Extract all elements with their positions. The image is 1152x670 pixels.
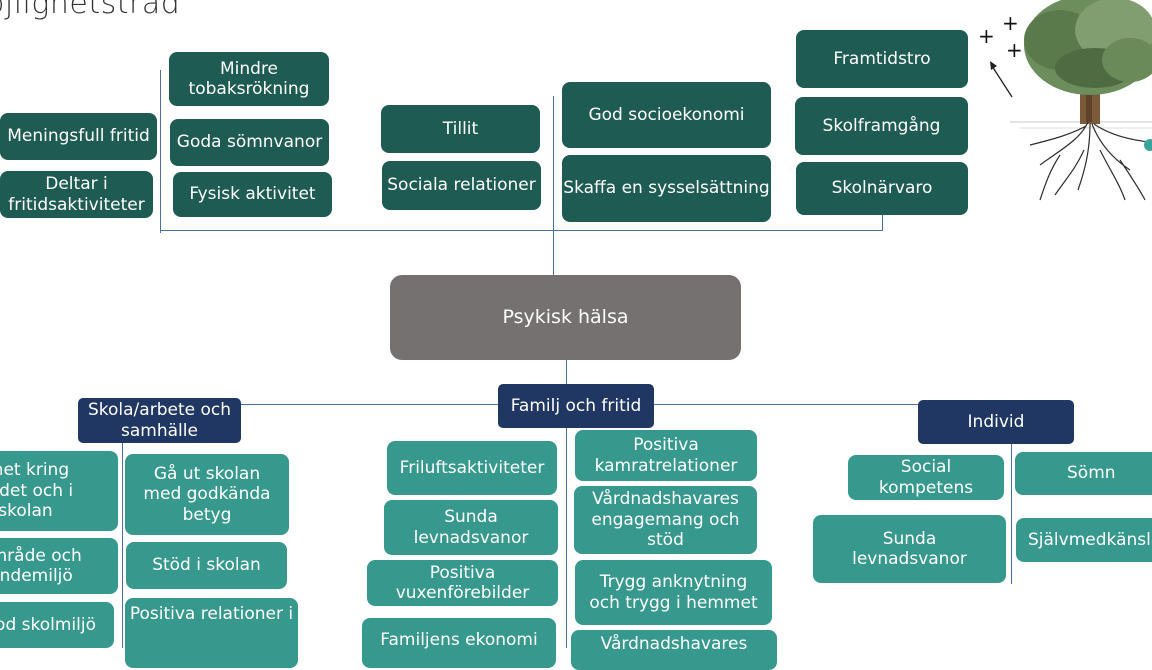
tree-illustration: + + +: [978, 0, 1152, 201]
center-node-psykisk-halsa: Psykisk hälsa: [390, 275, 741, 360]
node-vardnadshavares-engagemang: Vårdnadshavares engagemang och stöd: [574, 486, 757, 554]
family-divider: [566, 428, 567, 648]
school-divider: [122, 443, 123, 648]
top-connector-right: [882, 214, 883, 231]
node-trygg-anknytning: Trygg anknytning och trygg i hemmet: [575, 560, 772, 625]
individual-divider: [1011, 444, 1012, 584]
node-god-skolmiljo: od skolmiljö: [0, 602, 114, 648]
top-connector-left: [160, 70, 161, 233]
growth-arrow-icon: [990, 61, 1013, 98]
node-stod-i-skolan: Stöd i skolan: [126, 542, 287, 589]
category-skola-arbete-samhalle: Skola/arbete och samhälle: [78, 398, 241, 443]
node-fysisk-aktivitet: Fysisk aktivitet: [173, 172, 332, 217]
node-tillit: Tillit: [381, 105, 540, 153]
node-goda-somnvanor: Goda sömnvanor: [170, 119, 329, 166]
node-meningsfull-fritid: Meningsfull fritid: [0, 113, 157, 160]
top-connector-center: [553, 96, 554, 275]
plus-mark: +: [978, 24, 995, 48]
category-individ: Individ: [918, 400, 1074, 444]
node-mindre-tobaksrokning: Mindre tobaksrökning: [169, 52, 329, 106]
node-trygghet-skolan: ghet kring endet och i skolan: [0, 451, 118, 531]
node-positiva-vuxenforebilder: Positiva vuxenförebilder: [367, 560, 558, 606]
node-social-kompetens: Social kompetens: [848, 455, 1004, 500]
node-god-socioekonomi: God socioekonomi: [562, 82, 771, 148]
node-skolframgang: Skolframgång: [795, 97, 968, 155]
node-sunda-levnadsvanor-individ: Sunda levnadsvanor: [813, 515, 1006, 583]
node-sjalvmedkansla: Självmedkänsla: [1016, 518, 1152, 562]
center-stem: [566, 359, 567, 385]
node-positiva-kamratrelationer: Positiva kamratrelationer: [575, 430, 757, 481]
node-bostadsomrade: område och endemiljö: [0, 538, 118, 594]
plus-mark: +: [1002, 11, 1019, 35]
tree-icon: [1010, 0, 1152, 201]
node-somn: Sömn: [1015, 452, 1152, 495]
node-sociala-relationer: Sociala relationer: [382, 161, 541, 210]
category-familj-fritid: Familj och fritid: [498, 384, 654, 428]
slide-title: öjlighetsträd: [0, 0, 181, 21]
node-ga-ut-skolan: Gå ut skolan med godkända betyg: [125, 454, 289, 535]
top-connector-horizontal: [160, 230, 883, 231]
node-deltar-fritidsaktiviteter: Deltar i fritidsaktiviteter: [0, 171, 153, 218]
node-sunda-levnadsvanor-familj: Sunda levnadsvanor: [384, 500, 558, 555]
node-framtidstro: Framtidstro: [796, 30, 968, 88]
plus-mark: +: [1006, 38, 1023, 62]
node-skolnarvaro: Skolnärvaro: [796, 162, 968, 215]
node-friluftsaktiviteter: Friluftsaktiviteter: [387, 441, 557, 495]
node-skaffa-sysselsattning: Skaffa en sysselsättning: [562, 155, 771, 222]
